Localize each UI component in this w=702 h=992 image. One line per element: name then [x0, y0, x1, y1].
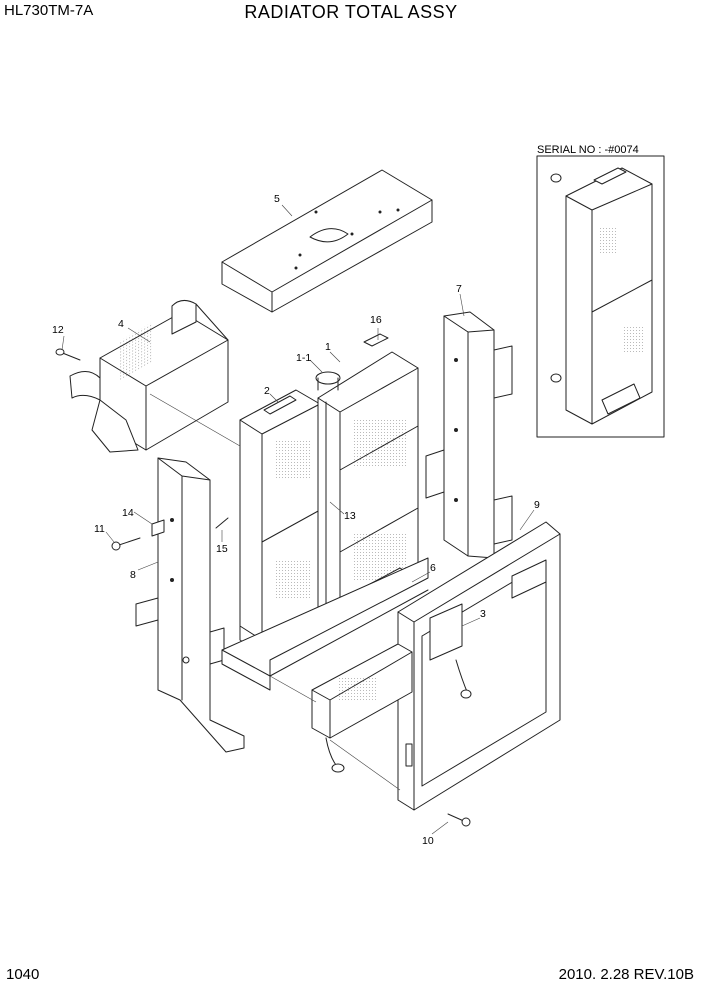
page-title: RADIATOR TOTAL ASSY — [244, 2, 458, 22]
part-2-oil-cooler — [239, 389, 321, 655]
callout-labels: 5 4 12 2 1 1-1 16 7 9 13 6 3 14 11 8 15 … — [52, 144, 639, 847]
part-3-fuel-cooler — [311, 603, 472, 773]
callout-13: 13 — [344, 510, 356, 522]
callout-8: 8 — [130, 569, 136, 581]
model-code: HL730TM-7A — [4, 2, 94, 19]
serial-label: SERIAL NO : -#0074 — [537, 144, 639, 156]
part-4-intercooler — [69, 300, 229, 453]
callout-11: 11 — [94, 523, 105, 535]
leader-lines — [61, 204, 535, 835]
callout-1: 1 — [325, 341, 331, 353]
callout-2: 2 — [264, 385, 270, 397]
callout-5: 5 — [274, 193, 280, 205]
part-11-bolt — [111, 537, 141, 551]
part-16-bracket — [363, 333, 389, 347]
page-number: 1040 — [6, 966, 40, 983]
callout-4: 4 — [118, 318, 124, 330]
part-12-bolt — [55, 348, 81, 361]
callout-12: 12 — [52, 324, 64, 336]
callout-9: 9 — [534, 499, 540, 511]
part-10-bolt — [447, 813, 471, 827]
callout-15: 15 — [216, 543, 228, 555]
callout-16: 16 — [370, 314, 382, 326]
part-15-pin — [215, 517, 229, 529]
callout-3: 3 — [480, 608, 486, 620]
callout-7: 7 — [456, 283, 462, 295]
part-5-top-cover — [221, 169, 433, 313]
serial-inset — [536, 155, 665, 438]
date-revision: 2010. 2.28 REV.10B — [558, 966, 694, 983]
callout-10: 10 — [422, 835, 434, 847]
part-7-right-frame — [425, 311, 513, 559]
callout-6: 6 — [430, 562, 436, 574]
part-8-left-frame — [135, 457, 245, 753]
part-14-clip — [151, 519, 165, 537]
callout-14: 14 — [122, 507, 134, 519]
part-9-shroud — [397, 521, 561, 811]
callout-1-1: 1-1 — [296, 352, 311, 364]
